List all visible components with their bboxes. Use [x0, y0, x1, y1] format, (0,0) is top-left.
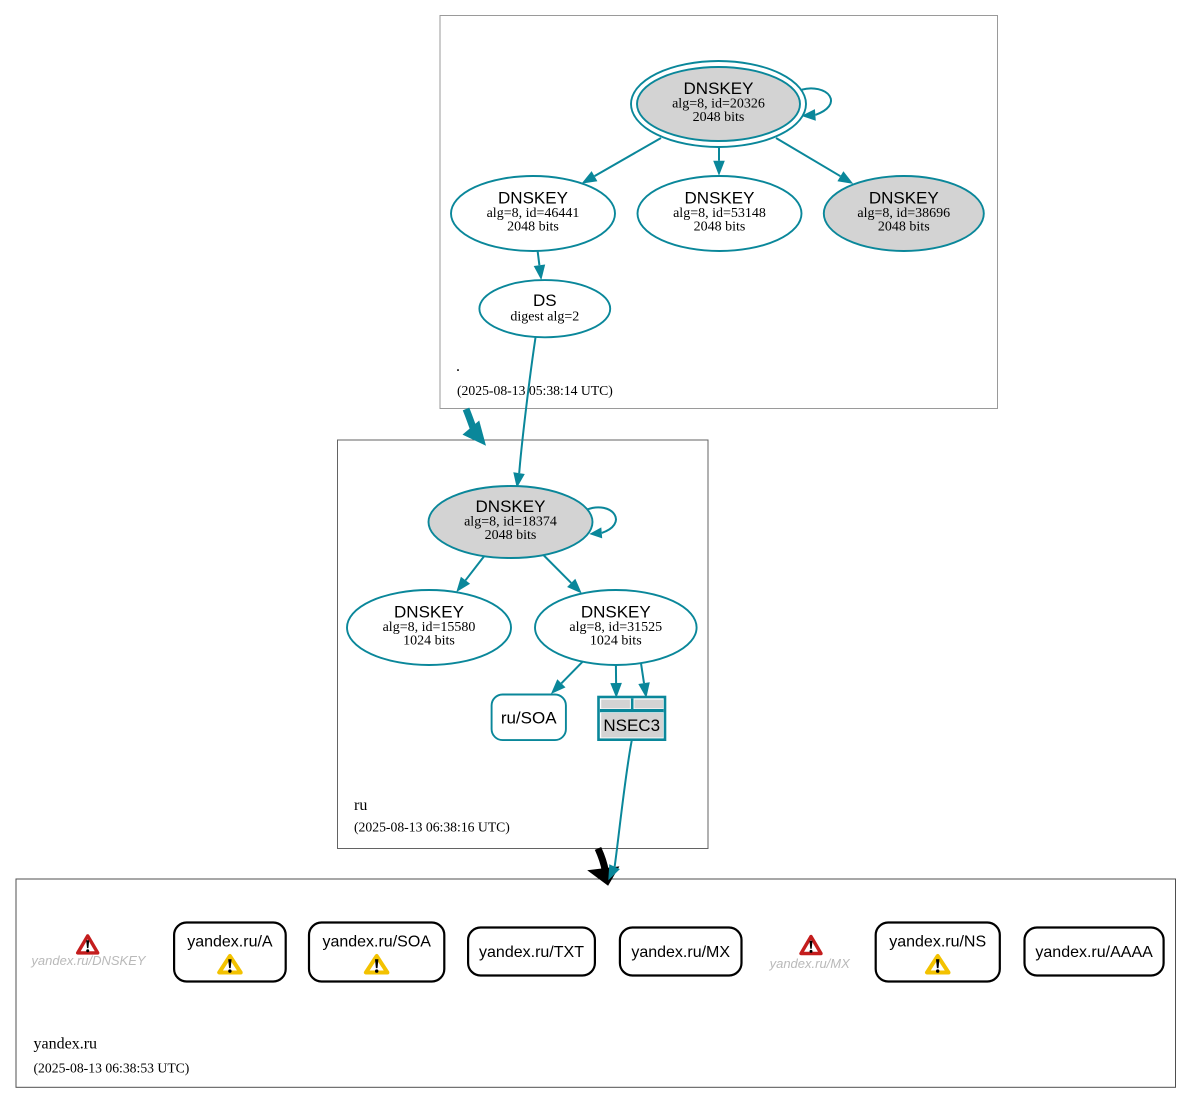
- svg-text:ru: ru: [354, 797, 367, 814]
- svg-text:DNSKEY: DNSKEY: [685, 188, 755, 207]
- svg-text:NSEC3: NSEC3: [603, 716, 660, 735]
- svg-text:DNSKEY: DNSKEY: [394, 602, 464, 621]
- svg-text:2048 bits: 2048 bits: [485, 528, 537, 543]
- svg-text:ru/SOA: ru/SOA: [501, 708, 557, 727]
- svg-text:DNSKEY: DNSKEY: [869, 188, 939, 207]
- svg-text:yandex.ru/DNSKEY: yandex.ru/DNSKEY: [30, 953, 146, 968]
- svg-text:yandex.ru/SOA: yandex.ru/SOA: [322, 933, 431, 950]
- svg-text:1024 bits: 1024 bits: [590, 634, 642, 649]
- svg-text:yandex.ru/MX: yandex.ru/MX: [631, 944, 730, 961]
- svg-text:(2025-08-13 05:38:14 UTC): (2025-08-13 05:38:14 UTC): [457, 383, 613, 399]
- svg-text:yandex.ru/A: yandex.ru/A: [187, 933, 273, 950]
- svg-text:DNSKEY: DNSKEY: [684, 79, 754, 98]
- svg-text:DS: DS: [533, 291, 557, 310]
- svg-text:yandex.ru/AAAA: yandex.ru/AAAA: [1035, 944, 1153, 961]
- svg-text:1024 bits: 1024 bits: [403, 634, 455, 649]
- svg-text:2048 bits: 2048 bits: [878, 220, 930, 235]
- svg-text:digest alg=2: digest alg=2: [510, 310, 579, 325]
- svg-text:DNSKEY: DNSKEY: [581, 602, 651, 621]
- svg-text:(2025-08-13 06:38:16 UTC): (2025-08-13 06:38:16 UTC): [354, 820, 510, 836]
- svg-text:DNSKEY: DNSKEY: [498, 188, 568, 207]
- svg-text:2048 bits: 2048 bits: [507, 220, 559, 235]
- svg-text:.: .: [456, 358, 460, 375]
- svg-text:2048 bits: 2048 bits: [693, 110, 745, 125]
- svg-text:yandex.ru/TXT: yandex.ru/TXT: [479, 944, 584, 961]
- svg-text:2048 bits: 2048 bits: [694, 220, 746, 235]
- svg-text:(2025-08-13 06:38:53 UTC): (2025-08-13 06:38:53 UTC): [34, 1061, 190, 1077]
- svg-text:yandex.ru/NS: yandex.ru/NS: [889, 933, 986, 950]
- svg-text:DNSKEY: DNSKEY: [476, 497, 546, 516]
- svg-text:yandex.ru/MX: yandex.ru/MX: [769, 956, 852, 971]
- svg-text:yandex.ru: yandex.ru: [34, 1036, 98, 1053]
